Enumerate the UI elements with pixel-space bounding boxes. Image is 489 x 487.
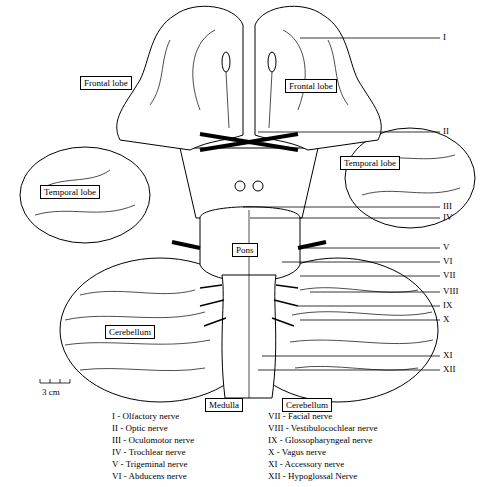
region-name: Frontal lobe — [84, 78, 128, 88]
folia-line — [65, 312, 205, 320]
nerve-key-entry: VII - Facial nerve — [268, 411, 332, 422]
folia-line — [295, 366, 418, 370]
nerve-key-entry: VIII - Vestibulocochlear nerve — [268, 423, 378, 434]
region-name: Temporal lobe — [44, 187, 96, 197]
frontal-lobe-outline — [117, 6, 243, 150]
callout-number: X — [443, 314, 450, 325]
temporal-lobe-outline — [345, 128, 475, 228]
leader-line — [282, 262, 440, 263]
region-name: Temporal lobe — [344, 158, 396, 168]
callout-number: VII — [443, 270, 456, 281]
callout-number: IX — [443, 300, 453, 311]
olfactory-bulb — [268, 52, 276, 72]
callout-number: XI — [443, 350, 453, 361]
folia-line — [292, 312, 432, 316]
medulla-outline — [222, 275, 276, 398]
optic-chiasm — [200, 134, 298, 150]
olfactory-tract — [269, 72, 272, 128]
nerve-key-entry: XI - Accessory nerve — [268, 459, 344, 470]
leader-line — [262, 356, 440, 357]
gyrus-line — [35, 205, 135, 215]
callout-number: VI — [443, 256, 453, 267]
nerve-key-entry: II - Optic nerve — [112, 423, 168, 434]
region-label-box: Temporal lobe — [40, 185, 100, 199]
region-name: Medulla — [209, 400, 239, 410]
folia-line — [80, 368, 205, 371]
sulcus-line — [283, 30, 305, 110]
region-label-box: Pons — [232, 243, 258, 257]
callout-number: III — [443, 201, 452, 212]
leader-line — [300, 320, 440, 321]
temporal-lobe-outline — [20, 147, 150, 243]
nerve-key-entry: XII - Hypoglossal Nerve — [268, 471, 357, 482]
gyrus-line — [362, 188, 460, 195]
olfactory-tract — [226, 72, 229, 128]
scale-bar — [40, 379, 70, 383]
olfactory-bulb — [222, 52, 230, 72]
nerve-key-entry: IX - Glossopharyngeal nerve — [268, 435, 372, 446]
folia-line — [290, 340, 433, 344]
region-label-box: Temporal lobe — [340, 156, 400, 170]
nerve-key-entry: V - Trigeminal nerve — [112, 459, 188, 470]
callout-number: V — [443, 242, 450, 253]
gyrus-line — [150, 40, 170, 105]
region-label-box: Frontal lobe — [285, 79, 337, 93]
leader-line — [243, 207, 440, 208]
sulcus-line — [193, 30, 215, 110]
region-label-box: Medulla — [205, 398, 243, 412]
region-label-box: Cerebellum — [105, 325, 155, 339]
mammillary-body — [253, 181, 263, 191]
leader-line — [258, 370, 440, 371]
medulla-midline — [249, 280, 250, 398]
leader-line — [250, 218, 440, 219]
folia-line — [65, 340, 210, 345]
leader-line — [298, 306, 440, 307]
nerve-root — [200, 285, 298, 326]
scale-label: 3 cm — [42, 387, 60, 398]
region-name: Cerebellum — [286, 400, 328, 410]
callout-number: I — [443, 32, 446, 43]
leader-line — [305, 248, 440, 249]
region-name: Cerebellum — [109, 327, 151, 337]
region-label-box: Cerebellum — [282, 398, 332, 412]
nerve-key-entry: IV - Trochlear nerve — [112, 447, 186, 458]
nerve-key-entry: III - Oculomotor nerve — [112, 435, 194, 446]
region-name: Frontal lobe — [289, 81, 333, 91]
leader-line — [300, 38, 440, 39]
callout-number: IV — [443, 212, 453, 223]
callout-number: II — [443, 126, 449, 137]
region-label-box: Frontal lobe — [80, 76, 132, 90]
nerve-key-entry: I - Olfactory nerve — [112, 411, 179, 422]
leader-line — [300, 276, 440, 277]
nerve-key-entry: X - Vagus nerve — [268, 447, 326, 458]
callout-number: XII — [443, 364, 456, 375]
leader-line — [258, 132, 440, 133]
region-name: Pons — [236, 245, 254, 255]
nerve-key-entry: VI - Abducens nerve — [112, 471, 187, 482]
gyrus-line — [328, 40, 348, 105]
frontal-lobe-outline — [255, 6, 381, 150]
mammillary-body — [235, 181, 245, 191]
leader-line — [310, 292, 440, 293]
callout-number: VIII — [443, 286, 459, 297]
folia-line — [80, 290, 195, 295]
